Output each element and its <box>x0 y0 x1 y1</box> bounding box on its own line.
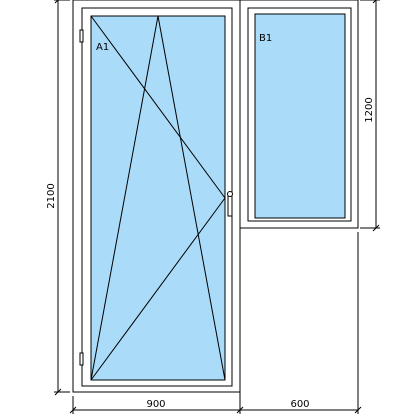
right-dimension <box>360 0 380 232</box>
dimension-door-width: 900 <box>146 399 165 410</box>
handle-icon <box>227 191 233 217</box>
sash-label-a1: A1 <box>96 42 109 53</box>
bottom-dimension <box>69 232 362 414</box>
door-glass <box>90 15 226 381</box>
tilt-line-right <box>157 15 226 381</box>
window-glass <box>254 13 346 219</box>
turn-line-bottom <box>90 197 226 381</box>
left-dimension <box>54 0 70 396</box>
tilt-line-left <box>90 15 159 381</box>
dimension-window-height: 1200 <box>364 97 375 122</box>
dimension-total-height: 2100 <box>46 183 57 208</box>
turn-line-top <box>90 15 226 199</box>
sash-label-b1: B1 <box>259 33 272 44</box>
hinge-icon <box>79 352 84 366</box>
hinge-icon <box>79 29 84 43</box>
dimension-window-width: 600 <box>290 399 309 410</box>
